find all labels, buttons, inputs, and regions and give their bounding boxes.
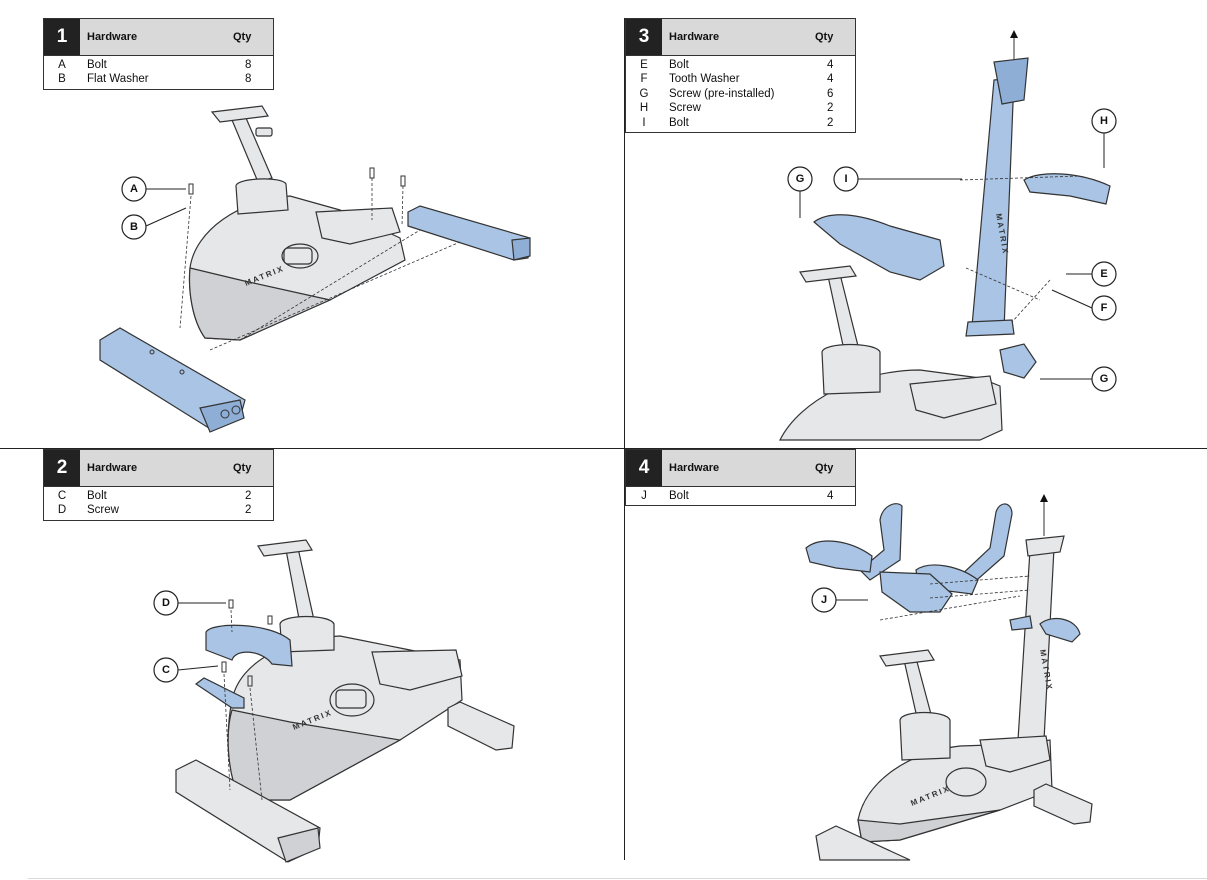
callout-C: [153, 657, 179, 683]
step-number-badge: 1: [44, 19, 80, 55]
hardware-row: G Screw (pre-installed) 6: [626, 87, 855, 101]
hardware-description: Bolt: [669, 59, 689, 71]
svg-text:G: G: [1100, 373, 1109, 385]
hardware-row: B Flat Washer 8: [44, 72, 273, 86]
hardware-table-step-4: 4 Hardware Qty J Bolt 4: [625, 449, 856, 507]
step-1-illustration: MATRIX A B: [99, 105, 531, 433]
hardware-description: Bolt: [669, 490, 689, 502]
hardware-qty: 8: [245, 73, 252, 86]
hardware-qty: 6: [827, 87, 834, 100]
hardware-qty: 4: [827, 490, 834, 502]
callout-G-bottom: [1091, 366, 1117, 392]
hardware-header: Hardware: [87, 462, 138, 474]
hardware-qty: 4: [827, 59, 834, 71]
step-number-badge: 2: [44, 450, 80, 486]
hardware-description: Screw (pre-installed): [669, 87, 775, 100]
callout-H: [1091, 108, 1117, 134]
hardware-row: E Bolt 4: [626, 58, 855, 72]
svg-text:J: J: [821, 594, 827, 606]
hardware-row: A Bolt 8: [44, 58, 273, 72]
hardware-row: C Bolt 2: [44, 489, 273, 503]
step-3-illustration: MATRIX H G I E F G: [779, 30, 1117, 441]
hardware-letter: E: [640, 59, 648, 71]
horizontal-divider: [0, 448, 1207, 449]
hardware-table-step-1: 1 Hardware Qty A Bolt 8 B Flat Washer 8: [43, 18, 274, 90]
hardware-header: Hardware: [669, 462, 720, 474]
hardware-header: Hardware: [87, 31, 138, 43]
callout-I: [833, 166, 859, 192]
callout-E: [1091, 261, 1117, 287]
vertical-divider: [624, 18, 625, 860]
hardware-letter: G: [639, 87, 649, 100]
step-number-badge: 4: [626, 450, 662, 486]
hardware-letter: D: [57, 504, 67, 517]
hardware-row: H Screw 2: [626, 101, 855, 115]
hardware-letter: A: [58, 59, 66, 71]
hardware-letter: C: [57, 490, 67, 502]
qty-header: Qty: [233, 31, 252, 43]
hardware-letter: F: [640, 73, 648, 86]
hardware-qty: 2: [827, 116, 834, 129]
svg-text:H: H: [1100, 115, 1108, 127]
hardware-row: F Tooth Washer 4: [626, 72, 855, 86]
svg-text:B: B: [130, 221, 138, 233]
hardware-description: Screw: [669, 102, 701, 115]
step-2-illustration: MATRIX D C: [153, 539, 515, 863]
qty-header: Qty: [815, 31, 834, 43]
hardware-description: Flat Washer: [87, 73, 149, 86]
callout-F: [1091, 295, 1117, 321]
hardware-description: Tooth Washer: [669, 73, 740, 86]
hardware-description: Bolt: [669, 116, 689, 129]
svg-text:D: D: [162, 597, 170, 609]
hardware-header: Hardware: [669, 31, 720, 43]
qty-header: Qty: [815, 462, 834, 474]
callout-D: [153, 590, 179, 616]
svg-text:E: E: [1100, 268, 1107, 280]
hardware-qty: 2: [827, 102, 834, 115]
hardware-qty: 2: [245, 504, 252, 517]
hardware-table-step-2: 2 Hardware Qty C Bolt 2 D Screw 2: [43, 449, 274, 521]
hardware-description: Bolt: [87, 490, 107, 502]
hardware-row: I Bolt 2: [626, 116, 855, 130]
hardware-qty: 4: [827, 73, 834, 86]
callout-G-top: [787, 166, 813, 192]
hardware-table-step-3: 3 Hardware Qty E Bolt 4 F Tooth Washer 4…: [625, 18, 856, 133]
hardware-qty: 8: [245, 59, 252, 71]
hardware-letter: J: [641, 490, 647, 502]
qty-header: Qty: [233, 462, 252, 474]
hardware-letter: H: [639, 102, 649, 115]
hardware-qty: 2: [245, 490, 252, 502]
hardware-row: D Screw 2: [44, 503, 273, 517]
svg-text:A: A: [130, 183, 138, 195]
svg-text:C: C: [162, 664, 170, 676]
callout-A: [121, 176, 147, 202]
svg-text:F: F: [1101, 302, 1108, 314]
hardware-letter: B: [58, 73, 66, 86]
callout-J: [811, 587, 837, 613]
step-4-illustration: MATRIX MATRIX J: [805, 494, 1093, 861]
hardware-row: J Bolt 4: [626, 489, 855, 503]
svg-text:I: I: [844, 173, 847, 185]
step-number-badge: 3: [626, 19, 662, 55]
callout-B: [121, 214, 147, 240]
svg-text:G: G: [796, 173, 805, 185]
hardware-description: Screw: [87, 504, 119, 517]
footer-rule: [28, 878, 1207, 879]
hardware-description: Bolt: [87, 59, 107, 71]
hardware-letter: I: [642, 116, 646, 129]
